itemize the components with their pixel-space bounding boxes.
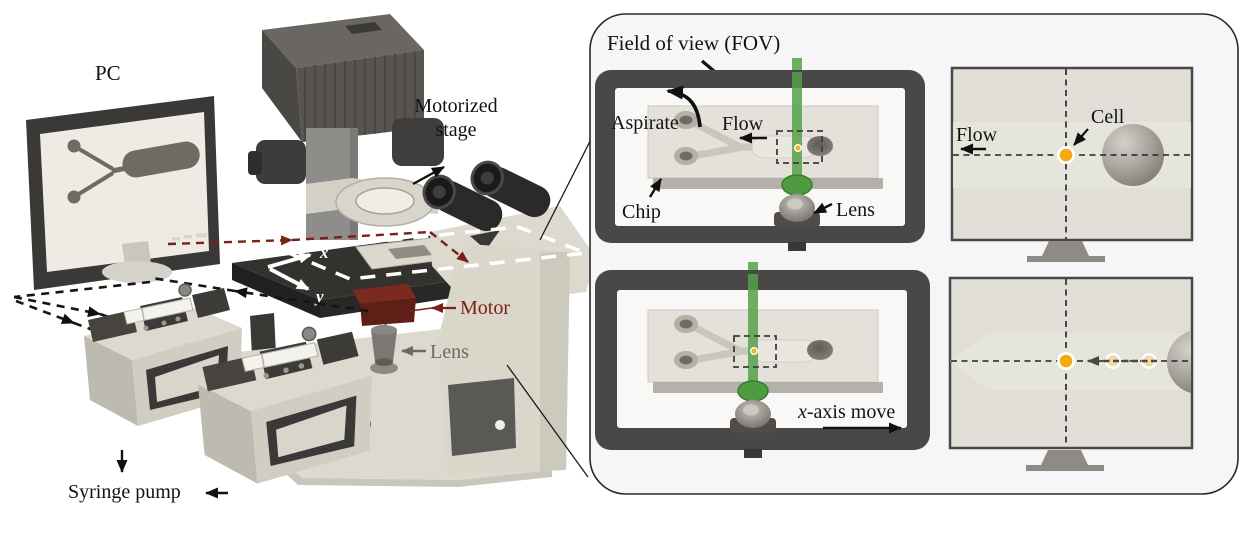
pc-label: PC (95, 61, 121, 85)
stage-to-pc-arrow (234, 287, 369, 313)
eyepiece-left (422, 174, 503, 232)
cell-pointer-arrow (1073, 128, 1089, 146)
objective-lens-label: Lens (430, 341, 469, 363)
right-knob (392, 118, 444, 166)
aspirate-curved-arrow (666, 85, 702, 128)
chip-view-initial: Aspirate Flow Chip Lens (595, 58, 925, 251)
cell-in-fov-moved (751, 348, 757, 354)
callout-line-bottom (506, 364, 589, 478)
pipette-sphere-moved (1167, 331, 1191, 393)
light-beam-top-stub-moved (748, 262, 758, 272)
pc-stand-base (102, 261, 172, 283)
chip-design-on-screen-icon (67, 139, 200, 204)
pc-indicator-lights (172, 233, 207, 241)
objective-lens (370, 325, 398, 374)
microscope-tower-shade (540, 252, 570, 471)
cell-in-fov-initial (795, 145, 801, 151)
stage-leg (250, 313, 276, 357)
light-beam-top-stub (792, 58, 802, 72)
motor (352, 284, 416, 345)
motorized-stage-label-line2: stage (435, 119, 476, 141)
eyepiece-right (470, 160, 551, 218)
chip-view-moved: x-axis move (595, 262, 930, 458)
tower-panel (448, 378, 516, 456)
flow-label-camera: Flow (956, 124, 998, 146)
tower-button (495, 420, 505, 430)
stage-x-label: x (319, 243, 329, 262)
lens-mount-stub-moved (744, 449, 762, 458)
x-axis-move-label-x: x (797, 401, 807, 423)
left-knob-cap (248, 151, 262, 175)
flow-label-initial: Flow (722, 113, 764, 135)
stage-y-arrow (269, 267, 310, 291)
lens-mount-stub-initial (788, 242, 806, 251)
monitor-base-moved (1026, 465, 1104, 471)
hub-to-pump2-arrow (15, 299, 75, 325)
cell-initial (1059, 148, 1073, 162)
fov-label: Field of view (FOV) (607, 31, 780, 55)
motorized-stage-label-line1: Motorized (414, 95, 497, 117)
hub-to-pump1-arrow (13, 295, 101, 318)
cell-moved (1059, 354, 1073, 368)
pc-monitor (26, 96, 220, 290)
aspirate-label: Aspirate (611, 112, 679, 134)
fov-box-moved (733, 335, 777, 368)
light-beam-initial (792, 72, 802, 186)
microscope-base-edge (236, 420, 552, 487)
syringe-pump-label: Syringe pump (68, 481, 181, 503)
camera-view-moved (948, 276, 1194, 471)
monitor-stand-moved (1041, 450, 1088, 465)
condenser-ring-hole (355, 187, 415, 215)
monitor-base-initial (1027, 256, 1105, 262)
chip-label: Chip (622, 201, 661, 223)
light-beam-moved (748, 274, 758, 392)
x-axis-move-label-rest: -axis move (807, 401, 895, 423)
x-axis-move-label: x-axis move (797, 401, 895, 423)
stage-y-label: y (314, 287, 324, 306)
cell-label: Cell (1091, 106, 1125, 128)
motor-pointer-line (409, 307, 433, 312)
microfluidic-chip-moved (648, 310, 883, 393)
pc-to-motor-dashed-line (167, 230, 469, 263)
chip-on-stage-inset (388, 245, 432, 259)
stage-scan-area-outline (283, 225, 587, 281)
left-knob (256, 140, 306, 184)
lens-label-initial: Lens (836, 199, 875, 221)
microfluidic-chip-initial (648, 106, 883, 189)
camera-view-initial: Flow Cell (950, 66, 1194, 262)
stage-x-arrow (267, 252, 312, 269)
lens-pointer-arrow-initial (813, 202, 833, 215)
monitor-stand-initial (1042, 241, 1089, 256)
chip-pointer-arrow (648, 178, 663, 198)
motor-label: Motor (460, 297, 510, 319)
motorized-stage-pointer-arrow (412, 165, 445, 186)
fov-box-initial (776, 130, 823, 164)
detail-panel: Field of view (FOV) Aspirate Flow Chip L… (589, 13, 1239, 495)
